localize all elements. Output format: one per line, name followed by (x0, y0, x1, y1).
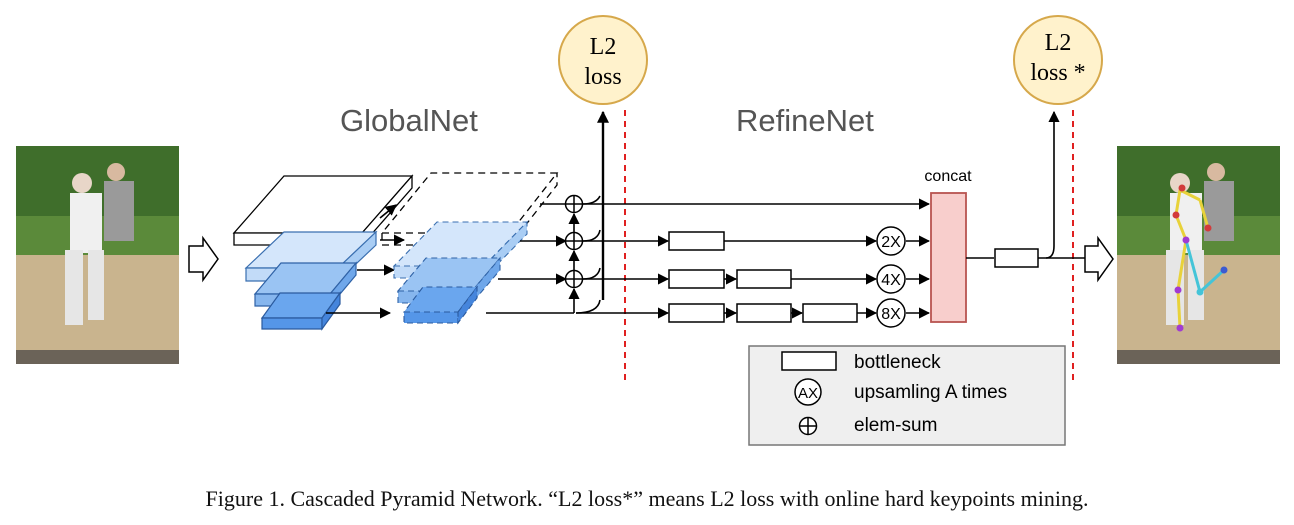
refinenet-title: RefineNet (736, 103, 874, 138)
legend-bottleneck-swatch (781, 351, 837, 371)
bottleneck-block (668, 231, 725, 251)
l2-loss-star-line1: L2 (1045, 30, 1072, 56)
legend: bottleneck AX upsamling A times elem-sum (748, 345, 1066, 446)
upsample-4x-label: 4X (881, 272, 901, 289)
bottleneck-block (802, 303, 858, 323)
legend-elem-sum-label: elem-sum (854, 415, 937, 436)
l2-loss-node: L2 loss (558, 15, 648, 105)
concat-block: concat (924, 168, 972, 323)
globalnet-title: GlobalNet (340, 103, 478, 138)
pose-keypoints (1172, 184, 1228, 332)
legend-upsample-label: upsamling A times (854, 382, 1007, 403)
figure-caption: Figure 1. Cascaded Pyramid Network. “L2 … (205, 486, 1089, 511)
output-image (1117, 146, 1280, 364)
bottleneck-blocks (668, 231, 858, 323)
bottleneck-block (736, 303, 792, 323)
l2-loss-star-line2: loss * (1030, 60, 1085, 86)
l2-loss-line1: L2 (590, 34, 617, 60)
legend-upsample-icon (794, 378, 822, 406)
refinenet-flow (576, 198, 931, 319)
feature-pyramid (232, 174, 414, 331)
concat-label: concat (924, 168, 972, 185)
l2-loss-star-node: L2 loss * (1013, 15, 1103, 105)
globalnet-outputs (486, 110, 609, 314)
refinenet-output (966, 110, 1085, 268)
legend-bottleneck-label: bottleneck (854, 352, 941, 373)
upsample-8x-label: 8X (881, 306, 901, 323)
l2-loss-line2: loss (584, 64, 621, 90)
upsample-nodes: 2X 4X 8X (876, 226, 906, 328)
pyramid-connections (326, 204, 406, 319)
input-arrow-icon (188, 235, 219, 283)
bottleneck-block (736, 269, 792, 289)
elem-sum-icons (564, 194, 584, 289)
output-arrow-icon (1084, 235, 1114, 283)
globalnet-feature-layers (380, 172, 559, 325)
bottleneck-block (668, 303, 725, 323)
upsample-2x-label: 2X (881, 234, 901, 251)
input-image (16, 146, 179, 364)
bottleneck-block (668, 269, 725, 289)
legend-upsample-symbol: AX (798, 385, 818, 402)
